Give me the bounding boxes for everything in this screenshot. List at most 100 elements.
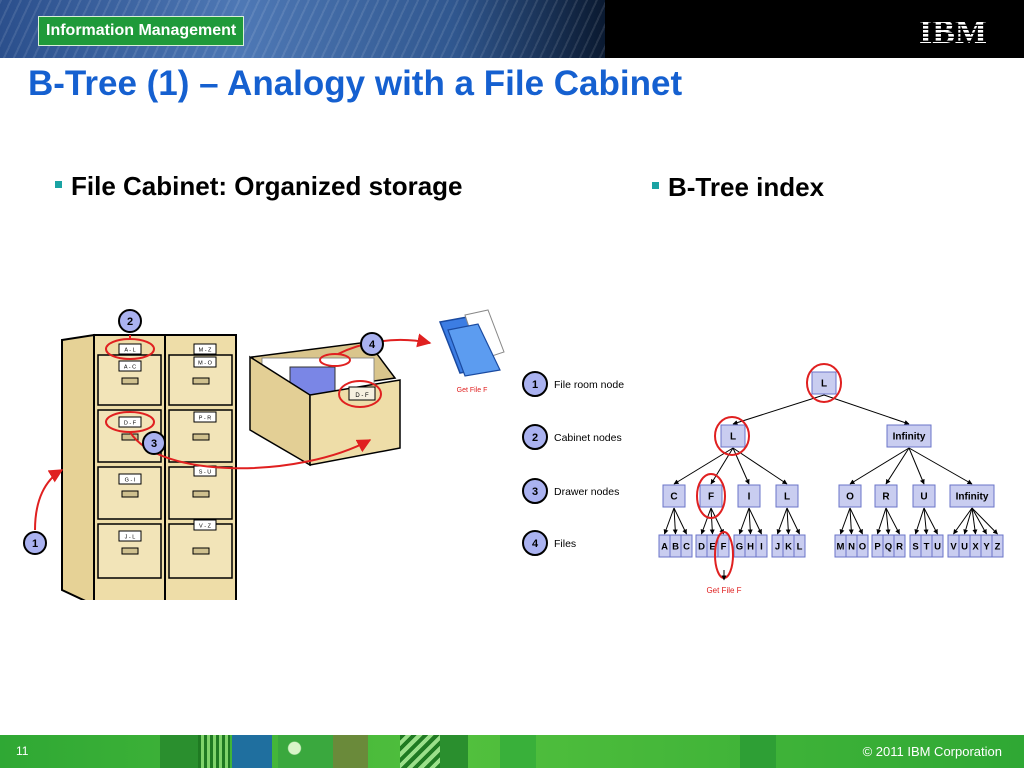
cabinet-label-text: M - O [198, 361, 212, 367]
legend-number: 1 [532, 379, 538, 391]
btree-leaf-node-label: D [698, 541, 705, 552]
btree-edge [738, 507, 750, 535]
legend-number-circle [522, 530, 548, 556]
btree-edge [908, 447, 973, 485]
bullet-marker [55, 180, 62, 188]
footer-tile [740, 735, 776, 768]
cabinet-label-text: G - I [125, 478, 136, 484]
cabinet-label-tag [118, 360, 142, 372]
btree-leaf-node-label: M [837, 541, 845, 552]
footer-tile [232, 735, 272, 768]
btree-edge [673, 507, 687, 535]
btree-edges [663, 394, 998, 535]
legend-number: 4 [532, 538, 539, 550]
footer-tile [160, 735, 198, 768]
callout-circle [360, 332, 384, 356]
cabinet-label-tag [193, 356, 217, 368]
btree-leaf-node-label: S [912, 541, 918, 552]
btree-leaf-node-label: N [848, 541, 855, 552]
footer-tile [198, 735, 230, 768]
btree-level3-node [949, 484, 995, 508]
btree-edge [848, 507, 854, 535]
footer-bar: 11 © 2011 IBM Corporation [0, 735, 1024, 768]
btree-leaf-node [893, 534, 906, 558]
footer-tile [400, 735, 440, 768]
btree-edge [663, 507, 675, 535]
header-bar: Information Management IBM [0, 0, 1024, 58]
legend-number-circle [522, 371, 548, 397]
legend-number: 2 [532, 432, 538, 444]
btree-leaf-node-label: Z [995, 541, 1001, 552]
btree-leaf-node [991, 534, 1004, 558]
cabinet-label-tag [193, 411, 217, 423]
callout-circle [23, 531, 47, 555]
btree-edge [732, 447, 788, 485]
btree-leaf-node [856, 534, 869, 558]
btree-edge [876, 507, 887, 535]
ibm-logo: IBM [919, 14, 987, 46]
bullet-file-cabinet: File Cabinet: Organized storage [55, 171, 463, 202]
btree-leaf-node-label: Q [885, 541, 892, 552]
get-file-f-label: Get File F [457, 387, 488, 394]
btree-edge [785, 507, 791, 535]
btree-leaf-node-label: C [683, 541, 690, 552]
btree-leaf-node [680, 534, 693, 558]
cabinet-label-text: A - C [124, 365, 136, 371]
cabinet-label-text: P - R [199, 416, 211, 422]
footer-tile [440, 735, 468, 768]
btree-level3-node-label: R [882, 492, 890, 503]
btree-edge [710, 507, 724, 535]
cabinet-label-tag [118, 473, 142, 485]
btree-level3-node-label: U [920, 492, 927, 503]
bullet-marker [652, 181, 659, 189]
open-drawer-illustration [249, 341, 401, 467]
btree-edge [786, 507, 800, 535]
cabinet-label-text: S - U [199, 470, 212, 476]
cabinet-label-tag [118, 343, 142, 355]
btree-leaf-node-label: O [859, 541, 866, 552]
cabinet-label-tag [193, 519, 217, 531]
btree-level3-node-label: C [670, 492, 677, 503]
cabinet-label-text: J - L [125, 535, 136, 541]
btree-leaf-node-label: X [972, 541, 979, 552]
svg-text:IBM: IBM [919, 14, 987, 46]
drawer-label: D - F [355, 393, 369, 399]
footer-tile [333, 735, 368, 768]
btree-leaf-node-label: Y [983, 541, 990, 552]
btree-edge [732, 394, 825, 426]
brand-label: Information Management [38, 16, 245, 46]
copyright: © 2011 IBM Corporation [862, 744, 1002, 759]
legend-label: Drawer nodes [554, 486, 619, 498]
btree-root-node [811, 371, 837, 395]
btree-leaf-node-label: H [747, 541, 754, 552]
btree-leaf-node-label: P [874, 541, 881, 552]
btree-leaf-node-label: L [797, 541, 803, 552]
cabinet-label-tag [118, 530, 142, 542]
callout-number: 1 [32, 538, 38, 550]
btree-edge [908, 447, 925, 485]
cabinet-label-text: D - F [124, 421, 137, 427]
btree-level3-node [838, 484, 862, 508]
slide-title: B-Tree (1) – Analogy with a File Cabinet [28, 64, 683, 103]
btree-edge [923, 507, 929, 535]
bullet-file-cabinet-text: File Cabinet: Organized storage [71, 171, 463, 201]
btree-level3-node-label: L [784, 492, 790, 503]
btree-leaf-node-label: F [721, 541, 727, 552]
btree-get-file-f-label: Get File F [706, 586, 741, 595]
page-number: 11 [16, 744, 29, 758]
btree-level2-node-label: Infinity [893, 432, 926, 443]
btree-level3-node-label: O [846, 492, 854, 503]
btree-edge [914, 507, 925, 535]
footer-tile [500, 735, 536, 768]
btree-edge [709, 507, 715, 535]
btree-edge [885, 447, 910, 485]
btree-edge [673, 447, 734, 485]
btree-leaf-node-label: U [934, 541, 941, 552]
btree-level3-node-label: I [748, 492, 751, 503]
btree-leaf-node [931, 534, 944, 558]
btree-edge [672, 507, 678, 535]
btree-edge [710, 447, 734, 485]
btree-leaf-node-label: U [961, 541, 968, 552]
